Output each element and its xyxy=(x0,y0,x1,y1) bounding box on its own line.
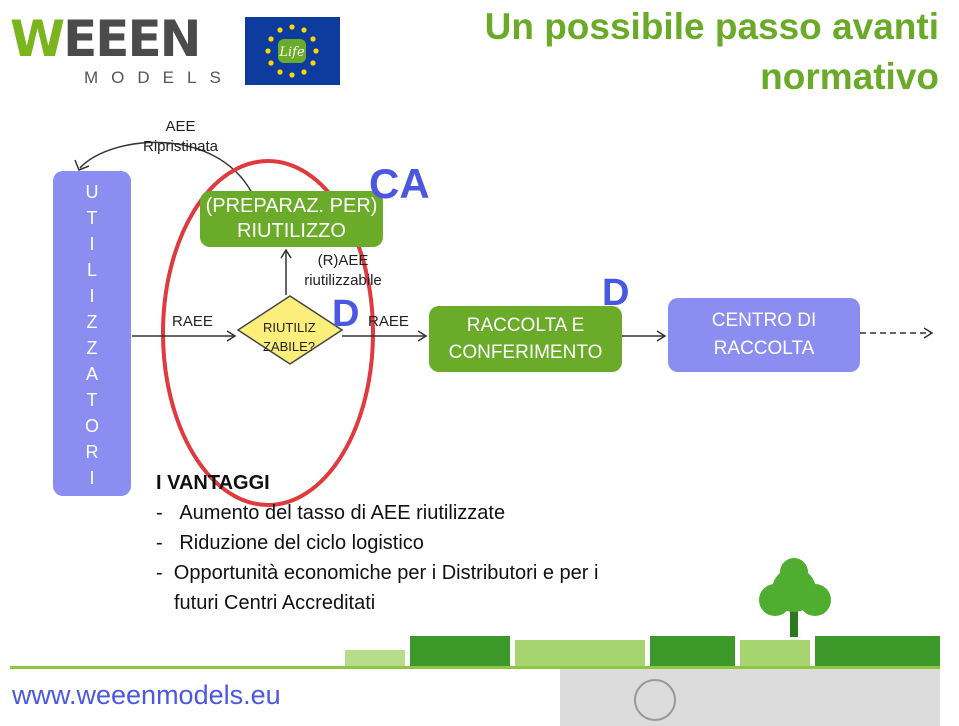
raccolta-box-line-1: RACCOLTA E xyxy=(466,315,585,336)
vantaggi-item: - Riduzione del ciclo logistico xyxy=(156,532,424,554)
life-text: Life xyxy=(278,45,305,60)
ripristinata-arrowhead xyxy=(74,159,90,171)
decision-line-2: ZABILE? xyxy=(263,339,316,354)
vertical-label-letter: Z xyxy=(86,312,98,332)
vertical-label-letter: O xyxy=(84,416,99,436)
decision-line-1: RIUTILIZ xyxy=(263,320,316,335)
footer-block xyxy=(410,636,510,666)
eu-stars-icon: Life xyxy=(265,24,319,78)
r-aee-riutilizzabile-label: (R)AEE riutilizzabile xyxy=(298,251,388,291)
raccolta-to-centro-arrowhead xyxy=(656,330,667,342)
logo-letters-een: EEEN xyxy=(63,10,201,68)
vantaggi-item-text: Opportunità economiche per i Distributor… xyxy=(173,562,599,584)
vantaggi-item-text: Aumento del tasso di AEE riutilizzate xyxy=(179,502,506,524)
vertical-label-letter: T xyxy=(86,390,98,410)
footer-block xyxy=(815,636,940,666)
footer-line xyxy=(10,666,940,669)
decision-diamond xyxy=(236,295,344,365)
vantaggi-continuation: futuri Centri Accreditati xyxy=(174,592,376,614)
vertical-label-letter: I xyxy=(89,468,95,488)
weeen-logo: WEEEN xyxy=(10,14,201,64)
vantaggi-heading: I VANTAGGI xyxy=(156,472,270,494)
logo-letter-w: W xyxy=(10,10,65,68)
vantaggi-item: - Opportunità economiche per i Distribut… xyxy=(156,562,599,584)
vantaggi-list: I VANTAGGI - Aumento del tasso di AEE ri… xyxy=(156,468,598,618)
footer-block xyxy=(515,640,645,666)
raee-left-arrowhead xyxy=(226,330,237,342)
r-aee-line-2: riutilizzabile xyxy=(304,272,382,289)
footer-block xyxy=(650,636,735,666)
vertical-label-letter: Z xyxy=(86,338,98,358)
centro-box-line-1: CENTRO DI xyxy=(711,310,817,331)
slide-title: Un possibile passo avanti normativo xyxy=(485,2,939,102)
tree-trunk xyxy=(790,605,798,637)
vertical-label-letter: I xyxy=(89,234,95,254)
raccolta-conferimento-box: RACCOLTA E CONFERIMENTO xyxy=(429,306,622,372)
vertical-label-letter: T xyxy=(86,208,98,228)
up-arrowhead xyxy=(280,248,292,259)
vertical-label-letter: L xyxy=(86,260,97,280)
footer-photo xyxy=(560,669,940,726)
raee-right-label: RAEE xyxy=(368,313,409,330)
red-circle xyxy=(161,159,375,507)
d-label-diamond: D xyxy=(332,293,360,335)
raccolta-box-line-2: CONFERIMENTO xyxy=(448,342,603,363)
title-line-2: normativo xyxy=(760,56,939,97)
eu-life-flag: Life xyxy=(245,17,340,85)
logo-models-text: MODELS xyxy=(84,68,234,87)
vertical-label-letter: A xyxy=(85,364,98,384)
vantaggi-item-text: Riduzione del ciclo logistico xyxy=(179,532,424,554)
centro-dashed-arrowhead xyxy=(923,327,934,339)
vertical-label-letter: R xyxy=(85,442,99,462)
prep-box-line-2: RIUTILIZZO xyxy=(237,220,346,242)
washing-machine-icon xyxy=(634,679,676,721)
ca-label: CA xyxy=(369,160,430,207)
decision-text: RIUTILIZ ZABILE? xyxy=(263,318,316,356)
tree-icon xyxy=(759,558,831,616)
aee-ripristinata-line-2: Ripristinata xyxy=(143,138,219,155)
footer-block xyxy=(740,640,810,666)
aee-ripristinata-line-1: AEE xyxy=(165,118,196,135)
prep-box-line-1: (PREPARAZ. PER) xyxy=(205,195,378,217)
raee-left-label: RAEE xyxy=(172,313,213,330)
footer-website-link[interactable]: www.weeenmodels.eu xyxy=(12,680,281,710)
vertical-label-letter: I xyxy=(89,286,95,306)
centro-di-raccolta-box: CENTRO DI RACCOLTA xyxy=(668,298,860,372)
vertical-label-letter: U xyxy=(85,182,99,202)
title-line-1: Un possibile passo avanti xyxy=(484,6,939,47)
d-label-raccolta: D xyxy=(602,272,630,314)
vantaggi-item: - Aumento del tasso di AEE riutilizzate xyxy=(156,502,506,524)
raee-right-arrowhead xyxy=(417,330,428,342)
preparazione-riutilizzo-box: (PREPARAZ. PER) RIUTILIZZO xyxy=(200,191,383,247)
centro-box-line-2: RACCOLTA xyxy=(713,338,815,359)
r-aee-line-1: (R)AEE xyxy=(317,252,369,269)
footer-block xyxy=(345,650,405,666)
aee-ripristinata-label: AEE Ripristinata xyxy=(143,117,218,157)
